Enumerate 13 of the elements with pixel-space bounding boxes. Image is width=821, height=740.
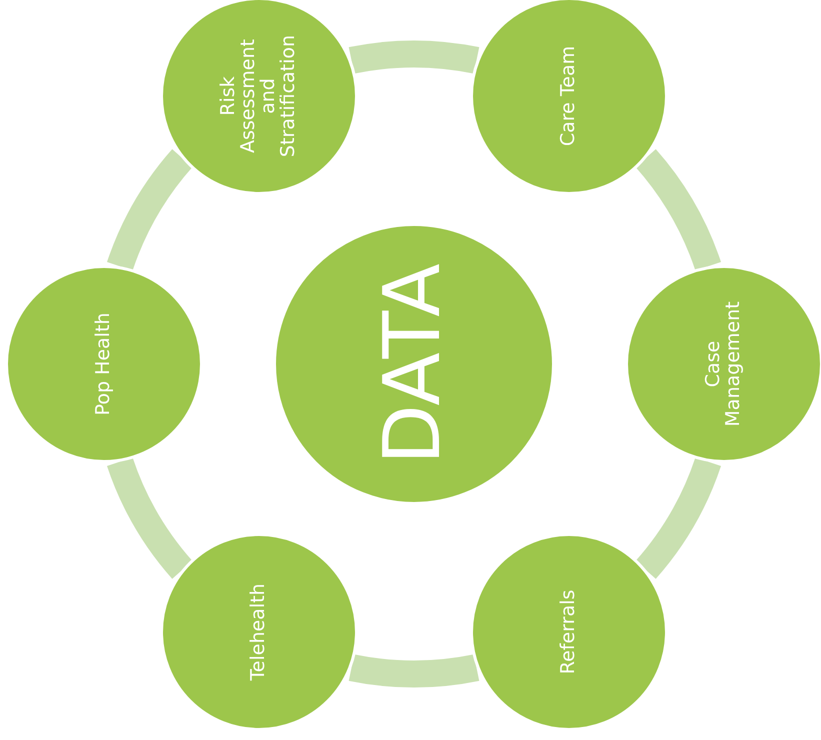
ring-connector: [107, 456, 193, 578]
ring-connector: [349, 654, 479, 688]
center-label: DATA: [373, 262, 455, 466]
ring-connector: [349, 40, 479, 74]
ring-connector: [635, 150, 721, 272]
circle-label: Referrals: [559, 589, 579, 677]
circle-label: Case Management: [704, 300, 744, 429]
ring-connector: [107, 150, 193, 272]
circle-label: Telehealth: [249, 582, 269, 684]
circle-label: Risk Assessment and Stratification: [219, 33, 299, 159]
ring-connector: [635, 456, 721, 578]
circle-label: Pop Health: [94, 312, 114, 418]
circle-label: Care Team: [559, 44, 579, 148]
